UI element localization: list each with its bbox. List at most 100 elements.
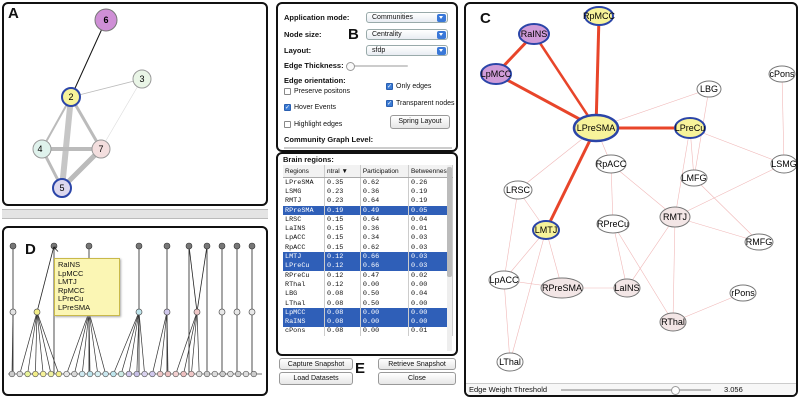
hierarchy-tree[interactable]	[4, 228, 266, 394]
checkbox-box[interactable]	[284, 88, 291, 95]
tree-leaf-node[interactable]	[102, 370, 109, 378]
tree-node[interactable]	[163, 242, 171, 250]
tree-leaf-node[interactable]	[203, 370, 211, 378]
network-node-rpons[interactable]: rPons	[729, 284, 757, 302]
tree-node[interactable]	[135, 308, 143, 316]
tree-leaf-node[interactable]	[133, 370, 140, 378]
network-node-rains[interactable]: RaINS	[518, 23, 550, 45]
network-node-lains[interactable]: LaINS	[613, 278, 641, 298]
edge-thickness-slider[interactable]	[346, 62, 408, 71]
tree-leaf-node[interactable]	[63, 370, 70, 378]
table-scrollbar[interactable]	[447, 165, 452, 351]
checkbox-box[interactable]	[386, 83, 393, 90]
community-graph[interactable]: 6 2 3 4 7 5	[4, 4, 266, 204]
tree-leaf-node[interactable]	[141, 370, 148, 378]
hover-events-checkbox[interactable]: Hover Events	[284, 104, 336, 111]
tree-leaf-node[interactable]	[118, 370, 125, 378]
column-header-regions[interactable]: Regions	[283, 165, 325, 178]
column-header-participation[interactable]: Participation	[360, 165, 409, 178]
graph-node-2[interactable]: 2	[61, 87, 81, 107]
network-node-lpacc[interactable]: LpACC	[488, 270, 520, 290]
scrollbar-thumb[interactable]	[447, 167, 452, 277]
spring-layout-button[interactable]: Spring Layout	[390, 115, 450, 129]
tree-leaf-node[interactable]	[149, 370, 156, 378]
network-node-lmfg[interactable]: LMFG	[680, 169, 708, 187]
layout-select[interactable]: sfdp	[366, 45, 448, 56]
network-node-lrsc[interactable]: LRSC	[503, 180, 533, 200]
capture-snapshot-button[interactable]: Capture Snapshot	[279, 358, 353, 370]
tree-leaf-node[interactable]	[94, 370, 101, 378]
app-mode-select[interactable]: Communities	[366, 12, 448, 23]
highlight-edges-checkbox[interactable]: Highlight edges	[284, 121, 342, 128]
tree-leaf-node[interactable]	[79, 370, 86, 378]
tree-node[interactable]	[50, 242, 58, 250]
tree-node[interactable]	[163, 308, 171, 316]
column-header-betweenness[interactable]: Betweenness	[408, 165, 454, 178]
tree-leaf-node[interactable]	[172, 370, 179, 378]
tree-leaf-node[interactable]	[55, 370, 62, 378]
tree-node[interactable]	[135, 242, 143, 250]
tree-node[interactable]	[193, 308, 201, 316]
graph-node-6[interactable]: 6	[94, 8, 118, 32]
tree-node[interactable]	[185, 242, 193, 250]
graph-node-5[interactable]: 5	[52, 178, 72, 198]
tree-leaf-node[interactable]	[250, 370, 257, 378]
network-node-rmtj[interactable]: RMTJ	[659, 206, 691, 228]
tree-leaf-node[interactable]	[8, 370, 16, 378]
slider-handle[interactable]	[346, 62, 355, 71]
transparent-nodes-checkbox[interactable]: Transparent nodes	[386, 100, 455, 107]
network-node-lthal[interactable]: LThal	[496, 352, 524, 372]
community-level-slider[interactable]	[284, 147, 452, 149]
checkbox-box[interactable]	[284, 104, 291, 111]
close-button[interactable]: Close	[378, 372, 456, 385]
tree-leaf-node[interactable]	[219, 370, 226, 378]
tree-node[interactable]	[233, 308, 241, 316]
graph-node-7[interactable]: 7	[91, 139, 111, 159]
network-node-lmtj[interactable]: LMTJ	[532, 220, 560, 240]
network-node-rprecu[interactable]: RPreCu	[596, 214, 630, 234]
node-size-select[interactable]: Centrality	[366, 29, 448, 40]
network-node-lpmcc[interactable]: LpMCC	[480, 63, 512, 85]
tree-leaf-node[interactable]	[110, 370, 117, 378]
tree-leaf-node[interactable]	[71, 370, 78, 378]
tree-leaf-node[interactable]	[211, 370, 218, 378]
retrieve-snapshot-button[interactable]: Retrieve Snapshot	[378, 358, 456, 370]
tree-leaf-node[interactable]	[157, 370, 164, 378]
network-node-rpacc[interactable]: RpACC	[595, 154, 627, 174]
graph-node-4[interactable]: 4	[32, 139, 52, 159]
network-node-rmfg[interactable]: RMFG	[744, 233, 774, 251]
tree-node[interactable]	[9, 308, 17, 316]
threshold-slider[interactable]	[561, 386, 711, 395]
tree-leaf-node[interactable]	[40, 370, 47, 378]
tree-leaf-node[interactable]	[227, 370, 234, 378]
graph-node-3[interactable]: 3	[132, 69, 152, 89]
tree-node[interactable]	[248, 308, 256, 316]
splitter[interactable]	[2, 209, 268, 219]
tree-node[interactable]	[9, 242, 17, 250]
tree-leaf-node[interactable]	[180, 370, 187, 378]
tree-leaf-node[interactable]	[188, 370, 195, 378]
tree-leaf-node[interactable]	[16, 370, 23, 378]
network-node-rthal[interactable]: RThal	[659, 312, 687, 332]
network-node-lbg[interactable]: LBG	[696, 80, 722, 98]
tree-node[interactable]	[33, 308, 41, 316]
tree-node[interactable]	[248, 242, 256, 250]
only-edges-checkbox[interactable]: Only edges	[386, 83, 431, 90]
tree-node[interactable]	[203, 242, 211, 250]
preserve-positions-checkbox[interactable]: Preserve positons	[284, 88, 350, 95]
tree-leaf-node[interactable]	[47, 370, 55, 378]
tree-leaf-node[interactable]	[196, 370, 203, 378]
